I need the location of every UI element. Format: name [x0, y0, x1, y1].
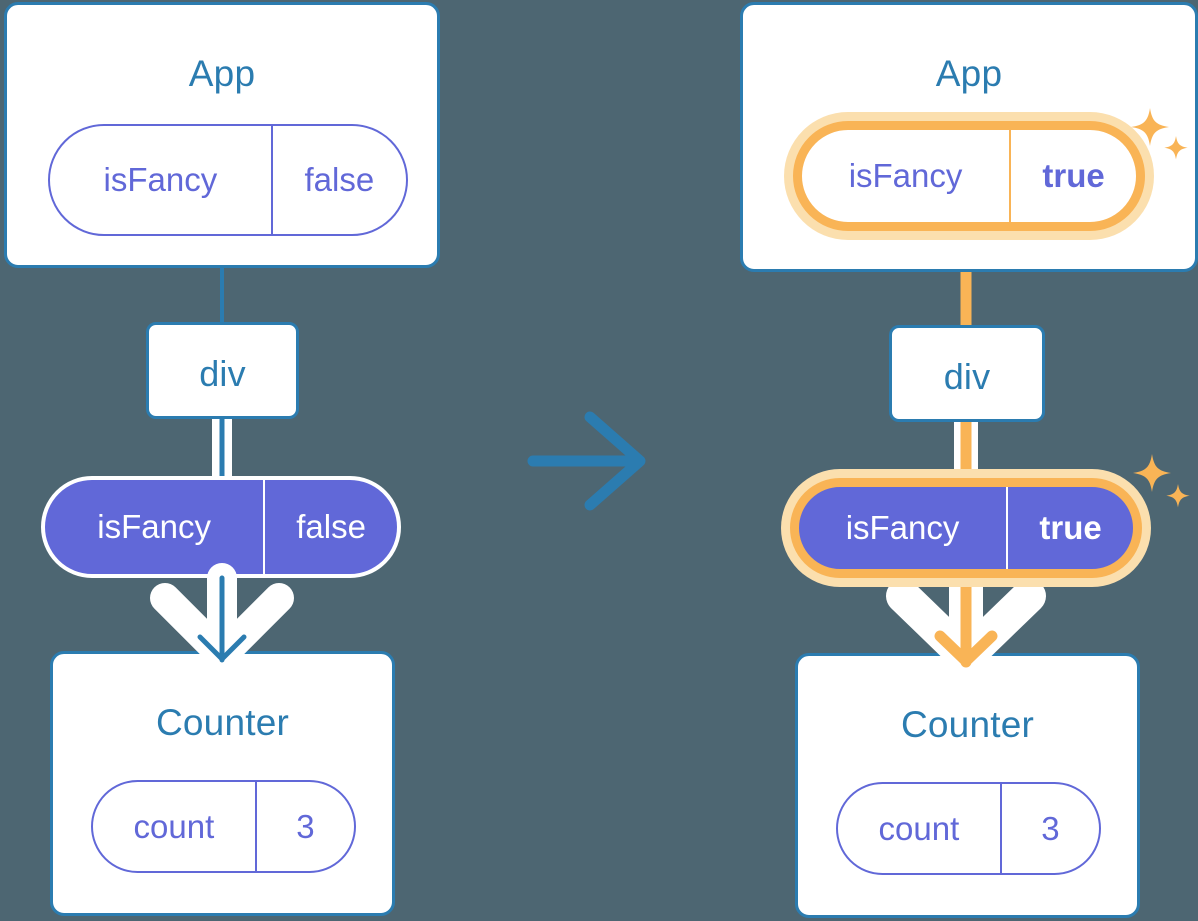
prop-pill-isfancy-after: isFancy true	[790, 478, 1142, 578]
state-pill-count-after: count 3	[836, 782, 1101, 875]
state-pill-isfancy-after-wrap: isFancy true	[784, 112, 1154, 240]
app-card-title: App	[188, 53, 256, 94]
prop-pill-isfancy-before: isFancy false	[41, 476, 401, 578]
state-pill-value-after: true	[1009, 130, 1136, 222]
sparkle-icon-prop	[1133, 454, 1190, 508]
div-card-after: div	[889, 325, 1045, 422]
count-pill-name: count	[133, 807, 215, 845]
counter-card-after: Counter count 3	[795, 653, 1140, 918]
arrow-core-after	[934, 572, 998, 668]
state-pill-name: isFancy	[103, 161, 218, 198]
state-pill-count-before: count 3	[91, 780, 356, 873]
state-pill-value: false	[270, 126, 406, 234]
prop-pill-value-after: true	[1006, 487, 1133, 569]
div-card-label-after: div	[943, 356, 991, 397]
app-card-title-after: App	[935, 53, 1003, 94]
prop-pill-isfancy-after-wrap: isFancy true	[781, 469, 1151, 587]
app-card-before: App isFancy false	[4, 2, 440, 268]
sparkle-icon-app	[1131, 108, 1188, 160]
state-pill-isfancy-before: isFancy false	[48, 124, 408, 236]
count-pill-value: 3	[254, 782, 354, 871]
div-card-label: div	[199, 353, 246, 394]
count-pill-value-after: 3	[999, 784, 1099, 873]
count-pill-name-after: count	[878, 809, 960, 847]
div-card-before: div	[146, 322, 299, 419]
prop-pill-name: isFancy	[97, 508, 211, 545]
prop-pill-name-after: isFancy	[845, 509, 960, 546]
counter-card-before: Counter count 3	[50, 651, 395, 916]
arrow-core-before	[197, 575, 247, 663]
counter-card-title: Counter	[155, 702, 290, 743]
prop-pill-value: false	[263, 480, 397, 574]
state-pill-isfancy-after: isFancy true	[793, 121, 1145, 231]
counter-card-title-after: Counter	[900, 704, 1035, 745]
state-pill-name-after: isFancy	[848, 157, 963, 194]
